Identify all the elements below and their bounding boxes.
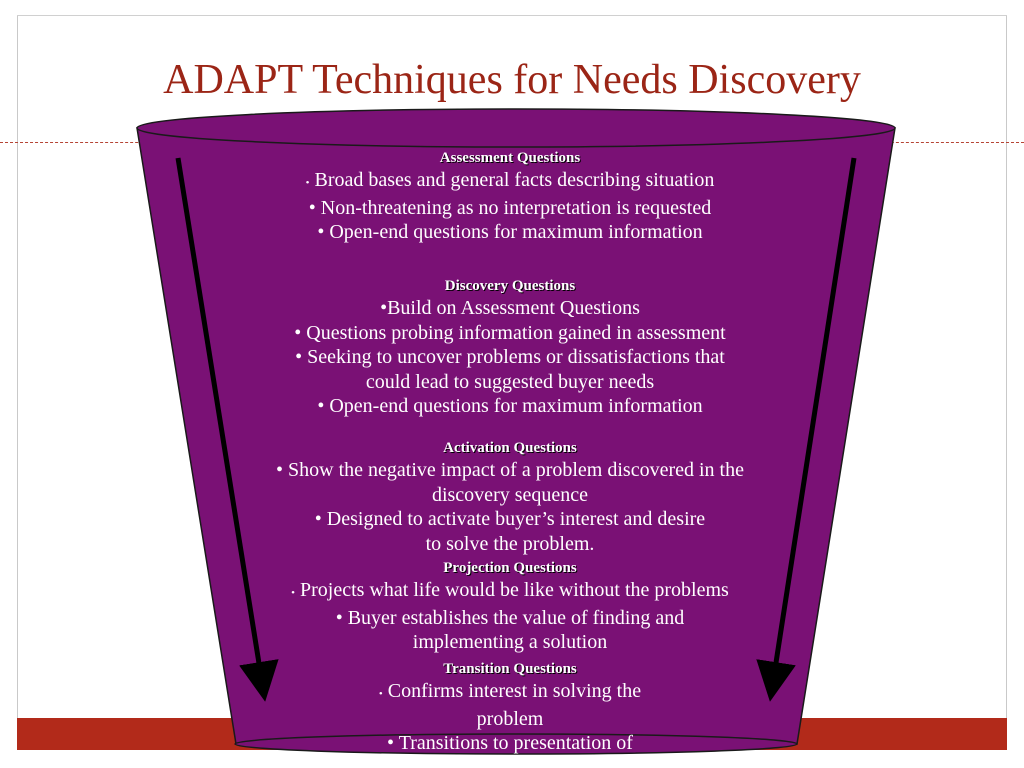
bucket-base xyxy=(234,733,798,755)
section-activation: Activation Questions • Show the negative… xyxy=(190,438,830,556)
slide-frame-top xyxy=(17,15,1007,16)
bullet-line: •Build on Assessment Questions xyxy=(380,297,640,319)
section-heading: Discovery Questions xyxy=(444,278,576,294)
section-discovery: Discovery Questions •Build on Assessment… xyxy=(190,276,830,419)
bullet-line: • Open-end questions for maximum informa… xyxy=(317,395,703,417)
section-heading: Transition Questions xyxy=(443,661,577,677)
section-projection: Projection Questions • Projects what lif… xyxy=(190,558,830,655)
bullet-line: • Transitions to presentation of xyxy=(387,732,633,754)
bullet-line: solution xyxy=(477,756,543,768)
bullet-text: Confirms interest in solving the xyxy=(387,680,642,702)
bullet-text: Projects what life would be like without… xyxy=(300,579,729,601)
bullet-line: • Non-threatening as no interpretation i… xyxy=(308,196,712,219)
left-arrow xyxy=(175,157,279,702)
bullet-line: • Projects what life would be like witho… xyxy=(190,578,830,606)
bullet-line: implementing a solution xyxy=(412,631,608,653)
bullet-line: • Show the negative impact of a problem … xyxy=(276,459,744,481)
bullet-line: could lead to suggested buyer needs xyxy=(365,370,655,393)
bullet-line: discovery sequence xyxy=(431,483,589,506)
section-heading: Projection Questions xyxy=(443,560,577,576)
bullet-line: to solve the problem. xyxy=(425,532,595,555)
right-arrow xyxy=(756,157,857,702)
section-transition: Transition Questions • Confirms interest… xyxy=(190,659,830,768)
bullet-line: • Broad bases and general facts describi… xyxy=(190,168,830,196)
bullet-marker: • xyxy=(291,587,296,599)
slide-title: ADAPT Techniques for Needs Discovery xyxy=(163,57,861,103)
bullet-line: • Designed to activate buyer’s interest … xyxy=(314,508,706,530)
bullet-line: • Questions probing information gained i… xyxy=(294,321,726,344)
bullet-marker: • xyxy=(378,688,383,700)
section-assessment: Assessment Questions • Broad bases and g… xyxy=(190,148,830,245)
section-heading: Assessment Questions xyxy=(439,150,581,166)
bullet-line: • Open-end questions for maximum informa… xyxy=(317,221,703,243)
bullet-marker: • xyxy=(305,177,310,189)
slide-frame-right xyxy=(1006,15,1007,745)
section-heading: Activation Questions xyxy=(443,440,577,456)
bullet-text: Broad bases and general facts describing… xyxy=(314,169,715,191)
bullet-line: • Buyer establishes the value of finding… xyxy=(335,606,685,629)
slide-frame-left xyxy=(17,15,18,745)
bullet-line: • Confirms interest in solving the xyxy=(190,679,830,707)
bullet-line: • Seeking to uncover problems or dissati… xyxy=(295,346,725,368)
bullet-line: problem xyxy=(476,707,544,730)
bucket-rim xyxy=(136,108,896,148)
